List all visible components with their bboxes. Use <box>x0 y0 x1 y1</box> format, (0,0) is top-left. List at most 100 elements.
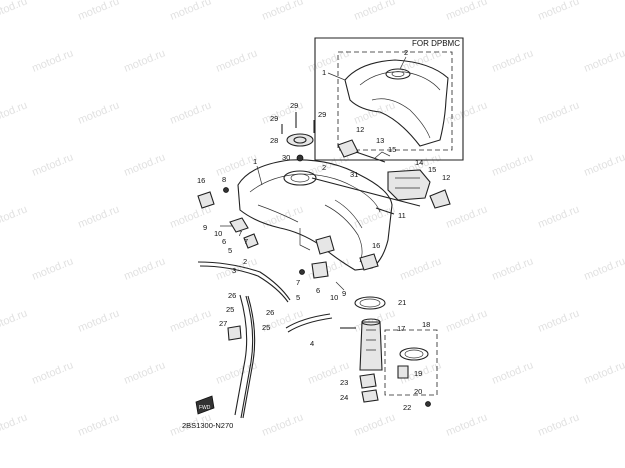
watermark-text: motod.ru <box>444 99 489 126</box>
callout-5-left: 5 <box>228 246 232 255</box>
watermark-text: motod.ru <box>536 99 581 126</box>
watermark-text: motod.ru <box>0 203 29 230</box>
callout-3: 3 <box>232 266 236 275</box>
mount-assembly-right: 12 13 15 31 14 15 12 11 <box>311 125 451 220</box>
callout-12-right: 12 <box>442 173 450 182</box>
callout-25-b: 25 <box>262 323 270 332</box>
callout-1: 1 <box>253 157 257 166</box>
callout-26-left: 26 <box>228 291 236 300</box>
mount-assembly-center: 7 6 5 10 9 <box>296 261 346 302</box>
callout-25-a: 25 <box>226 305 234 314</box>
callout-7-center: 7 <box>296 278 300 287</box>
hose-assembly: 2 3 26 26 25 25 27 4 <box>197 257 333 419</box>
watermark-text: motod.ru <box>582 359 625 386</box>
watermark-text: motod.ru <box>444 0 489 23</box>
callout-16-left: 16 <box>197 176 205 185</box>
filler-cap-assembly: 29 29 29 28 30 <box>270 101 326 162</box>
watermark-text: motod.ru <box>490 359 535 386</box>
callout-31: 31 <box>350 170 358 179</box>
watermark-text: motod.ru <box>260 0 305 23</box>
callout-10-center: 10 <box>330 293 338 302</box>
watermark-text: motod.ru <box>168 307 213 334</box>
watermark-text: motod.ru <box>352 0 397 23</box>
watermark-text: motod.ru <box>582 47 625 74</box>
callout-15-top: 15 <box>388 145 396 154</box>
callout-22: 22 <box>403 403 411 412</box>
callout-9-center: 9 <box>342 289 346 298</box>
watermark-text: motod.ru <box>30 151 75 178</box>
callout-26-right: 26 <box>266 308 274 317</box>
callout-21: 21 <box>398 298 406 307</box>
watermark-text: motod.ru <box>168 99 213 126</box>
callout-24: 24 <box>340 393 348 402</box>
fwd-label: FWD <box>199 405 211 411</box>
watermark-text: motod.ru <box>352 411 397 438</box>
callout-8: 8 <box>222 175 226 184</box>
callout-7-left: 7 <box>238 229 242 238</box>
callout-13: 13 <box>376 136 384 145</box>
watermark-text: motod.ru <box>0 0 29 23</box>
callout-17: 17 <box>397 324 405 333</box>
watermark-text: motod.ru <box>444 307 489 334</box>
callout-20: 20 <box>414 387 422 396</box>
watermark-text: motod.ru <box>536 307 581 334</box>
callout-inset-2: 2 <box>404 48 408 57</box>
callout-4: 4 <box>310 339 314 348</box>
watermark-text: motod.ru <box>122 359 167 386</box>
watermark-text: motod.ru <box>536 0 581 23</box>
callout-14: 14 <box>415 158 423 167</box>
diagram-code: 2BS1300-N270 <box>182 421 233 430</box>
watermark-text: motod.ru <box>76 411 121 438</box>
watermark-text: motod.ru <box>214 47 259 74</box>
callout-12-top: 12 <box>356 125 364 134</box>
watermark-text: motod.ru <box>490 47 535 74</box>
watermark-text: motod.ru <box>306 47 351 74</box>
callout-7-left-b: 7 <box>244 237 248 246</box>
watermark-text: motod.ru <box>122 151 167 178</box>
watermark-text: motod.ru <box>0 307 29 334</box>
watermark-text: motod.ru <box>0 411 29 438</box>
watermark-text: motod.ru <box>30 359 75 386</box>
callout-6-center: 6 <box>316 286 320 295</box>
watermark-text: motod.ru <box>352 99 397 126</box>
callout-10-left: 10 <box>214 229 222 238</box>
mount-assembly-left: 16 8 9 10 6 7 7 5 16 <box>197 175 380 271</box>
watermark-text: motod.ru <box>30 47 75 74</box>
watermark-text: motod.ru <box>168 0 213 23</box>
fwd-arrow: FWD <box>195 395 215 415</box>
callout-2: 2 <box>322 163 326 172</box>
callout-2-hose: 2 <box>243 257 247 266</box>
watermark-text: motod.ru <box>444 203 489 230</box>
callout-28: 28 <box>270 136 278 145</box>
inset-title: FOR DPBMC <box>412 39 460 48</box>
watermark-text: motod.ru <box>398 255 443 282</box>
watermark-text: motod.ru <box>30 255 75 282</box>
callout-16-right: 16 <box>372 241 380 250</box>
callout-6-left: 6 <box>222 237 226 246</box>
callout-15-mid: 15 <box>428 165 436 174</box>
callout-inset-1: 1 <box>322 68 326 77</box>
watermark-text: motod.ru <box>0 99 29 126</box>
watermark-text: motod.ru <box>122 255 167 282</box>
callout-29-top: 29 <box>290 101 298 110</box>
watermark-text: motod.ru <box>536 411 581 438</box>
callout-30: 30 <box>282 153 290 162</box>
watermark-text: motod.ru <box>76 99 121 126</box>
fuel-pump-assembly: 21 17 18 19 20 22 23 24 <box>340 296 438 412</box>
watermark-text: motod.ru <box>260 99 305 126</box>
watermark-text: motod.ru <box>490 255 535 282</box>
callout-19: 19 <box>414 369 422 378</box>
callout-29-left: 29 <box>270 114 278 123</box>
watermark-text: motod.ru <box>536 203 581 230</box>
callout-29-right: 29 <box>318 110 326 119</box>
callout-5-center: 5 <box>296 293 300 302</box>
watermark-text: motod.ru <box>76 203 121 230</box>
callout-9-left: 9 <box>203 223 207 232</box>
watermark-text: motod.ru <box>444 411 489 438</box>
watermark-text: motod.ru <box>582 255 625 282</box>
callout-11: 11 <box>398 211 406 220</box>
watermark-text: motod.ru <box>582 151 625 178</box>
callout-18: 18 <box>422 320 430 329</box>
